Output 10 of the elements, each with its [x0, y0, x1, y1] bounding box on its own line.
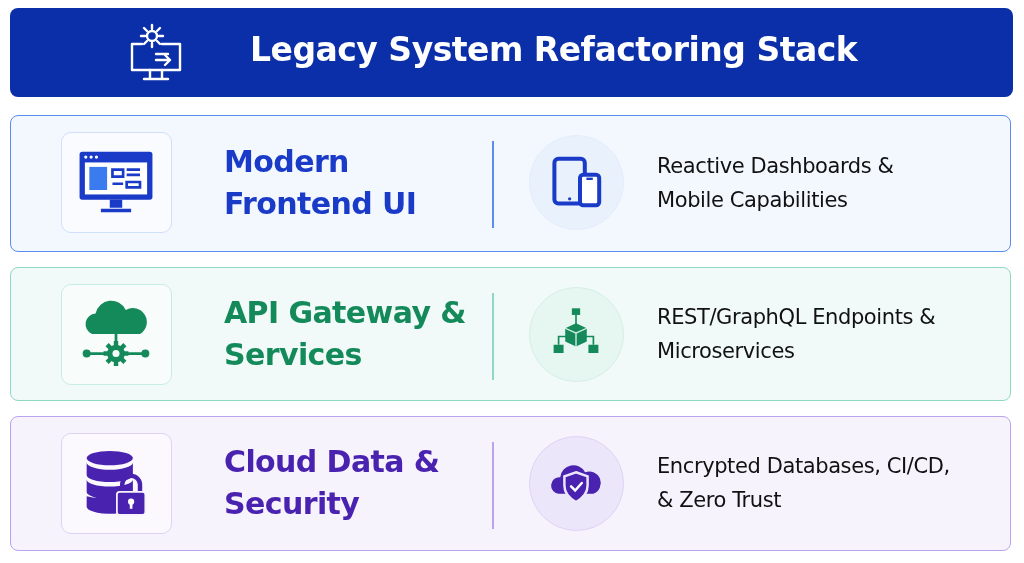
layer-band [10, 416, 1011, 551]
layer-description: Reactive Dashboards & Mobile Capabilities [657, 153, 895, 214]
layer-heading: Cloud Data & Security [224, 443, 441, 523]
layer-band [10, 267, 1011, 401]
layer-description: Encrypted Databases, CI/CD, & Zero Trust [657, 453, 951, 514]
layer-heading: Modern Frontend UI [224, 143, 418, 223]
layer-description: REST/GraphQL Endpoints & Microservices [657, 303, 937, 365]
title: Legacy System Refactoring Stack [250, 30, 858, 69]
layer-heading: API Gateway & Services [224, 293, 467, 374]
layer-band [10, 115, 1011, 252]
